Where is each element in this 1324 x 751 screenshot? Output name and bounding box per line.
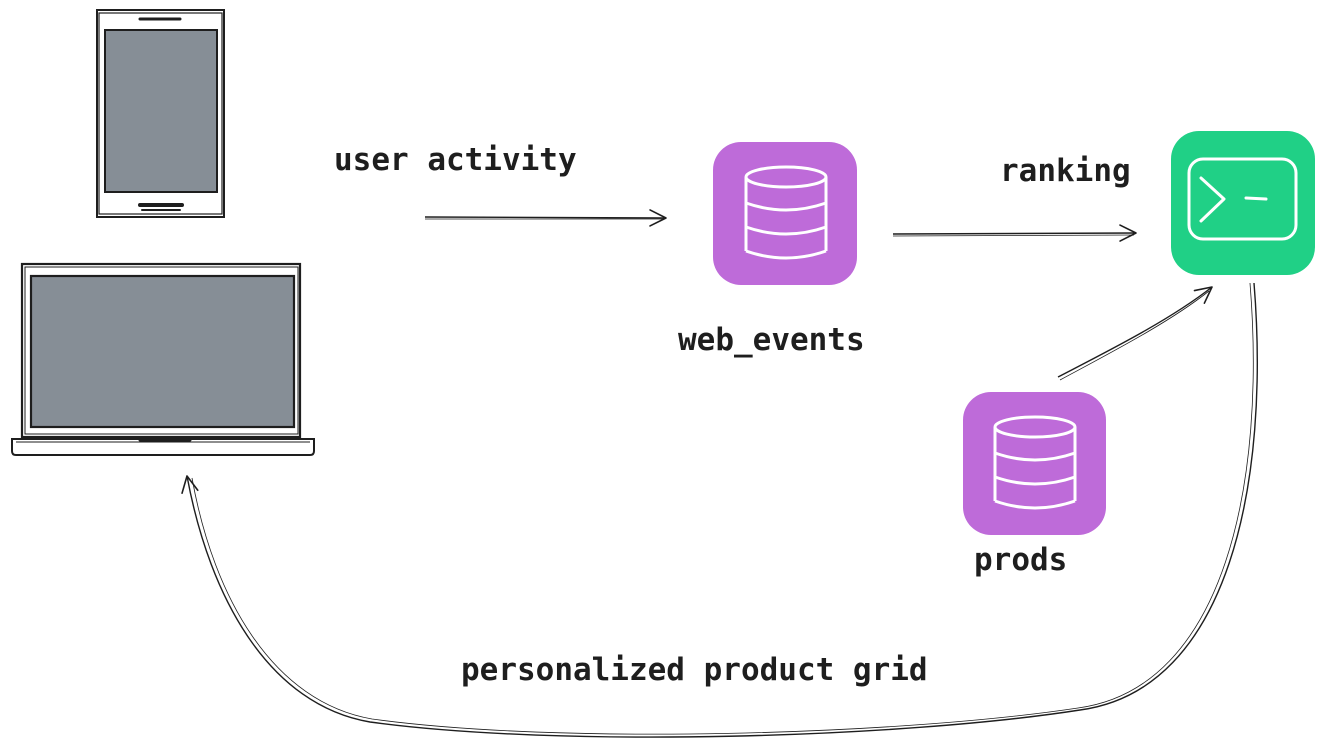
user-activity-label: user activity: [334, 142, 577, 178]
arrow-personalized-grid: [181, 282, 1258, 738]
web-events-label: web_events: [678, 322, 865, 358]
ranking-label: ranking: [1000, 153, 1131, 189]
prods-label: prods: [974, 542, 1068, 578]
phone-icon: [96, 9, 225, 218]
arrow-user-activity: [424, 209, 667, 227]
laptop-icon: [11, 262, 315, 456]
personalized-product-grid-label: personalized product grid: [461, 652, 928, 688]
terminal-icon: [1171, 131, 1315, 275]
arrow-prods-to-ranking: [1057, 286, 1213, 381]
arrow-ranking: [892, 224, 1137, 242]
prods-database-icon: [963, 392, 1106, 535]
web-events-database-icon: [713, 142, 857, 285]
